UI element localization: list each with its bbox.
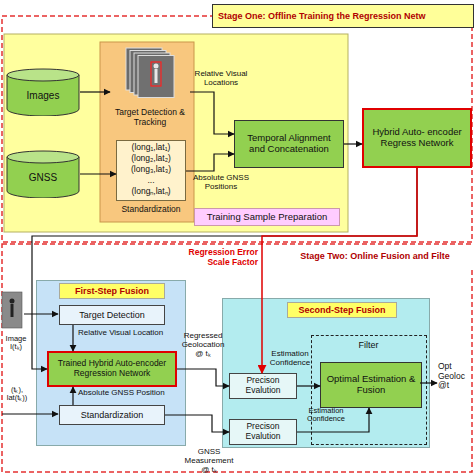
detection-box — [151, 62, 161, 86]
process-box: Standardization — [59, 405, 165, 425]
annotation-text: Opt Geoloc @t — [438, 362, 474, 391]
node-text: Filter — [312, 340, 425, 350]
node-text: Temporal Alignment and Concatenation — [239, 133, 339, 154]
evaluation-box: Precison Evalution — [229, 419, 297, 445]
node-text: Stage One: Offline Training the Regressi… — [218, 11, 426, 21]
evaluation-box: Precison Evalution — [229, 373, 297, 399]
input-image — [2, 292, 22, 328]
node-text: ... — [116, 176, 186, 186]
node-text: Target Detection — [79, 310, 145, 320]
node-text: (long₂,lat₂) — [116, 154, 186, 164]
cylinder-top — [7, 69, 79, 81]
preparation-group: Training Sample Preparation ImagesGNSS Tar… — [4, 34, 348, 232]
edge-label: Estimation Confidence — [298, 407, 354, 424]
fusion-box: Optimal Estimation & Fusion — [320, 362, 422, 408]
edge-label: Absolute GNSS Positions — [186, 174, 256, 192]
process-box: Target Detection — [59, 305, 165, 325]
node-text: GNSS — [29, 172, 57, 183]
node-text: Target Detection & Tracking — [113, 108, 187, 127]
network-box: Trained Hybrid Auto-encoder Regression N… — [47, 351, 177, 387]
cylinder-top — [7, 151, 79, 163]
annotation-text: (tₖ), lat(tₖ)) — [0, 386, 34, 403]
process-box: Temporal Alignment and Concatenation — [234, 120, 344, 168]
node-text: Standardization — [81, 410, 144, 420]
detection-block: Target Detection & Tracking — [110, 46, 190, 138]
person-figure — [11, 304, 14, 317]
edge-label: Relative Visual Location — [78, 329, 186, 338]
person-figure — [10, 299, 15, 304]
node-text: Trained Hybrid Auto-encoder Regression N… — [52, 359, 172, 378]
edge-label: GNSS Measurement @ tₖ — [180, 448, 238, 474]
flow-arrow — [80, 91, 110, 92]
node-text: Precison Evalution — [230, 376, 296, 395]
node-text: Images — [27, 90, 60, 101]
standardization-block: (long₁,lat₁)(long₂,lat₂)(long₃,lat₃)...(… — [116, 140, 186, 218]
network-box: Hybrid Auto- encoder Regress Network — [362, 108, 472, 168]
edge-label: Regressed Geolocation @ tₖ — [178, 332, 228, 359]
flow-arrow — [344, 143, 362, 144]
image-frame — [138, 56, 174, 98]
node-text: Standardization — [116, 205, 186, 215]
stage-header: Stage Two: Online Fusion and Filte — [276, 245, 474, 268]
flow-arrow — [186, 154, 234, 171]
stage-header: Stage One: Offline Training the Regressi… — [212, 4, 474, 28]
node-text: (long₁,lat₁) — [116, 143, 186, 153]
node-text: (long₃,lat₃) — [116, 165, 186, 175]
flow-arrow — [80, 173, 116, 174]
preparation-panel — [4, 34, 348, 232]
database-cylinder: GNSS — [6, 150, 80, 198]
edge-label: Relative Visual Locations — [186, 70, 256, 88]
orange-column — [100, 42, 194, 222]
filter-group: FilterOptimal Estimation & Fusion — [311, 335, 427, 445]
node-text: Optimal Estimation & Fusion — [324, 374, 418, 395]
node-text: Hybrid Auto- encoder Regress Network — [367, 127, 467, 148]
edge-label: Estimation Confidence — [266, 350, 314, 368]
group-title: First-Step Fusion — [59, 283, 165, 299]
fusion-group: First-Step FusionTarget DetectionTrained… — [36, 280, 186, 446]
flow-arrow — [190, 92, 234, 134]
edge-label: Absolute GNSS Position — [78, 389, 186, 398]
database-cylinder: Images — [6, 68, 80, 116]
node-text: (longₙ,latₙ) — [116, 187, 186, 197]
fusion-group: Second-Step FusionPrecison EvalutionPrec… — [222, 298, 430, 448]
stage-frame — [2, 244, 472, 472]
edge-label: Regression Error Scale Factor — [166, 248, 258, 267]
group-title: Second-Step Fusion — [287, 302, 397, 318]
node-text: Training Sample Preparation — [194, 208, 340, 226]
stage-frame — [2, 16, 472, 242]
annotation-text: Image I(tₖ) — [0, 335, 32, 352]
person-figure — [154, 64, 159, 69]
node-text: Precison Evalution — [230, 422, 296, 441]
node-text: Stage Two: Online Fusion and Filte — [300, 251, 449, 261]
person-figure — [155, 69, 158, 83]
